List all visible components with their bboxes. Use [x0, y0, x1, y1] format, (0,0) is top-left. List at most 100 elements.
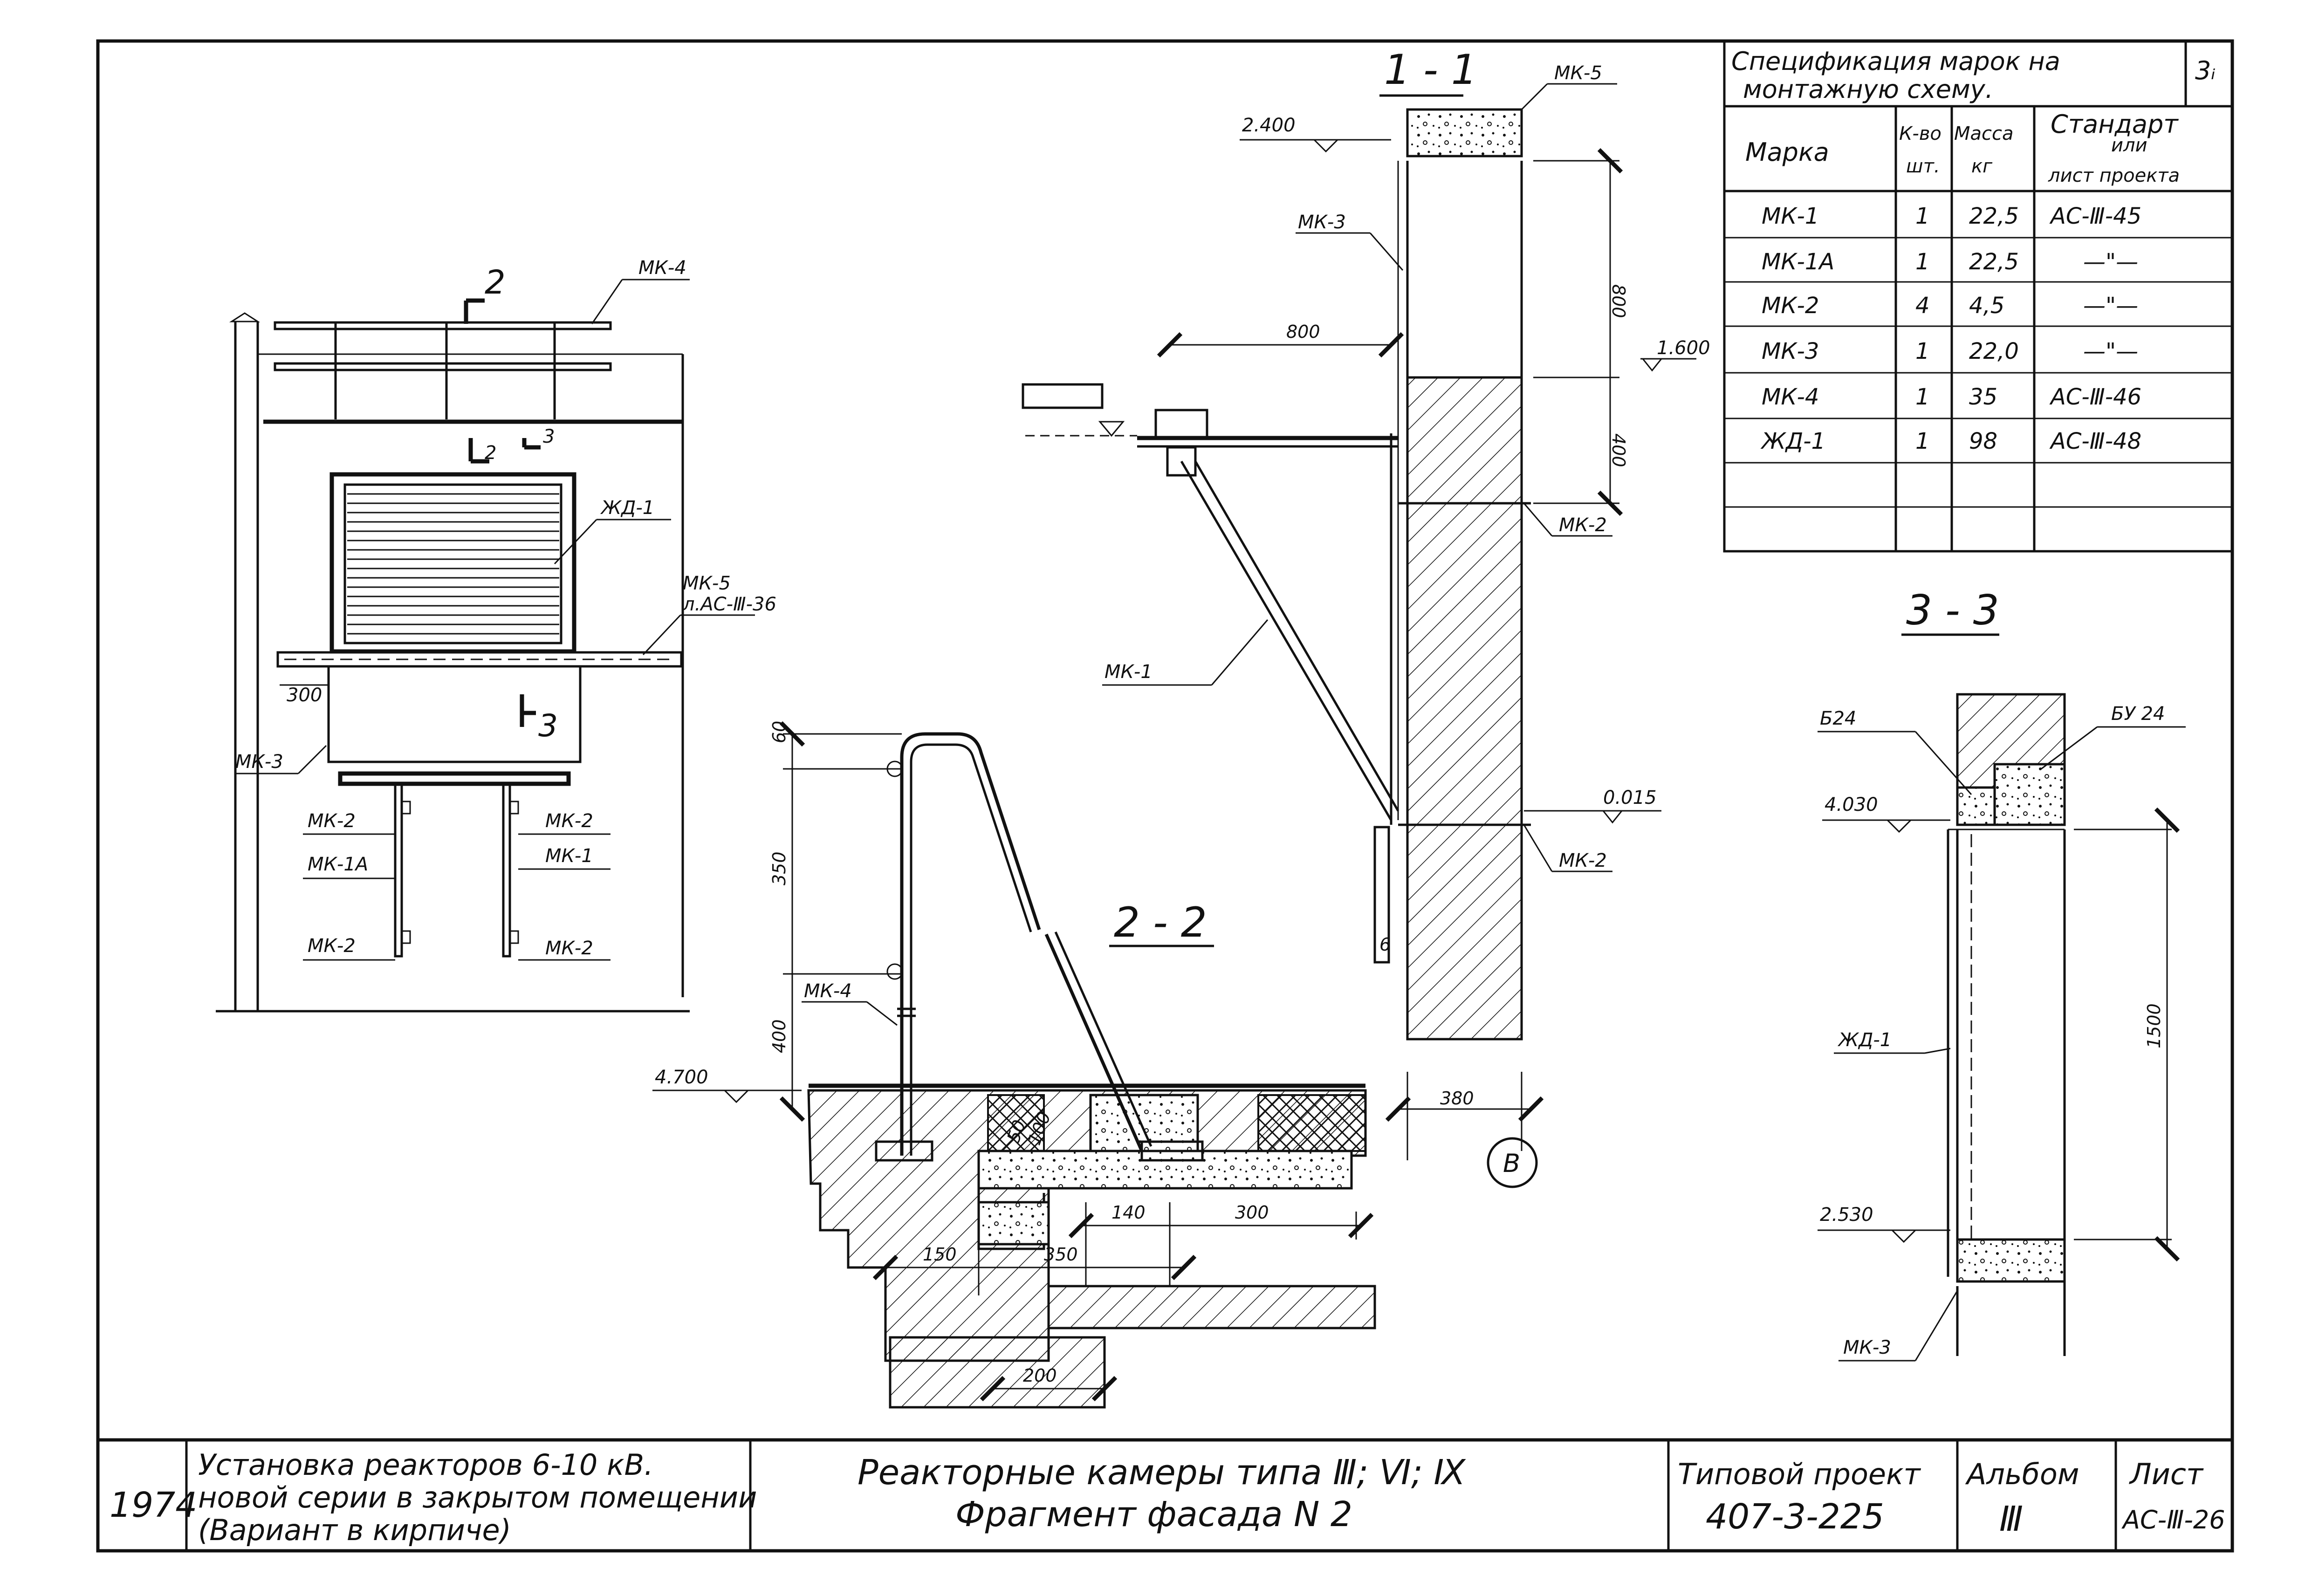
- row-2-mass: 22,5: [1969, 249, 2019, 275]
- spec-corner-mark: 3ᵢ: [2195, 56, 2216, 85]
- section-1-1: 1 - 1 800 800 400 2.400 1.600: [1022, 46, 1710, 1188]
- facade-label-mk4: МК-4: [638, 257, 686, 279]
- row-3-mass: 4,5: [1969, 293, 2004, 319]
- row-5-mass: 35: [1969, 384, 1997, 410]
- s11-level-0015: 0.015: [1603, 787, 1657, 808]
- description-line-3: (Вариант в кирпиче): [198, 1513, 511, 1547]
- s22-dim-60: 60: [769, 721, 789, 743]
- s22-dim-150: 150: [923, 1244, 957, 1265]
- section-3-3: 3 - 3 1500 4.030 2.530 Б24 БУ 24 ЖД-1: [1818, 586, 2186, 1362]
- album-label: Альбом: [1965, 1457, 2079, 1491]
- header-standard-3: лист проекта: [2048, 165, 2180, 186]
- description-line-1: Установка реакторов 6-10 кВ.: [198, 1448, 653, 1482]
- s33-level-4030: 4.030: [1825, 794, 1878, 815]
- section-2-2-title: 2 - 2: [1114, 898, 1207, 946]
- spec-title-line-1: Спецификация марок на: [1731, 47, 2060, 76]
- header-mass-1: Масса: [1954, 123, 2014, 144]
- facade-label-mk1: МК-1: [545, 845, 593, 867]
- row-4-mass: 22,0: [1969, 338, 2019, 364]
- cut-2-top-number: 2: [485, 263, 506, 301]
- section-2-2: 2 - 2 60 350 400 4.700 МК-4: [652, 721, 1376, 1409]
- s22-dim-200: 200: [1023, 1365, 1057, 1386]
- row-5-qty: 1: [1915, 384, 1930, 410]
- row-6-mass: 98: [1969, 428, 1997, 454]
- sheet-number: АС-Ⅲ-26: [2121, 1505, 2225, 1534]
- facade-label-mk5: МК-5: [683, 573, 731, 594]
- project-number: 407-3-225: [1706, 1497, 1884, 1537]
- s33-label-mk3: МК-3: [1843, 1337, 1891, 1358]
- drawing-title-line-2: Фрагмент фасада N 2: [955, 1494, 1352, 1534]
- s22-label-mk4: МК-4: [804, 980, 852, 1002]
- specification-table: Спецификация марок на монтажную схему. 3…: [1723, 40, 2234, 553]
- facade-label-mk5-ref: л.АС-Ⅲ-36: [682, 594, 776, 615]
- s11-dim-400: 400: [1608, 433, 1629, 467]
- s33-label-bu24: БУ 24: [2111, 703, 2165, 725]
- s22-dim-140: 140: [1111, 1202, 1146, 1223]
- table-row: МК-3 1 22,0 —"—: [1762, 338, 2138, 364]
- facade-dim-300: 300: [287, 685, 322, 706]
- s11-dim-380: 380: [1440, 1088, 1474, 1109]
- description-line-2: новой серии в закрытом помещении: [198, 1480, 757, 1514]
- table-row: МК-1 1 22,5 АС-Ⅲ-45: [1762, 203, 2141, 229]
- s33-dim-1500: 1500: [2144, 1003, 2164, 1048]
- facade-label-mk2-r1: МК-2: [545, 810, 593, 832]
- s11-level-2400: 2.400: [1242, 115, 1296, 136]
- s11-label-mk2-b: МК-2: [1559, 850, 1607, 871]
- table-row: МК-4 1 35 АС-Ⅲ-46: [1762, 384, 2141, 410]
- s22-dim-300: 300: [1235, 1202, 1269, 1223]
- row-1-qty: 1: [1915, 203, 1930, 229]
- table-row: ЖД-1 1 98 АС-Ⅲ-48: [1760, 428, 2141, 454]
- header-mark: Марка: [1745, 137, 1829, 167]
- row-3-mark: МК-2: [1762, 293, 1819, 319]
- s22-level-4700: 4.700: [655, 1067, 708, 1088]
- s11-label-mk3: МК-3: [1298, 212, 1346, 233]
- s11-label-mk5: МК-5: [1554, 62, 1602, 84]
- header-qty-1: К-во: [1899, 123, 1942, 144]
- row-2-mark: МК-1А: [1762, 249, 1834, 275]
- sheet-frame: [96, 39, 2234, 1553]
- album-number: Ⅲ: [1999, 1499, 2023, 1539]
- section-3-3-title: 3 - 3: [1906, 586, 1999, 634]
- s33-level-2530: 2.530: [1820, 1204, 1873, 1226]
- header-standard-2: или: [2111, 135, 2147, 156]
- facade-label-jd1: ЖД-1: [600, 497, 654, 519]
- header-standard-1: Стандарт: [2051, 110, 2179, 139]
- row-4-mark: МК-3: [1762, 338, 1819, 364]
- s11-level-1600: 1.600: [1657, 337, 1710, 359]
- s33-label-jd1: ЖД-1: [1837, 1029, 1892, 1051]
- row-3-qty: 4: [1915, 293, 1930, 319]
- s11-label-mk1: МК-1: [1105, 661, 1153, 683]
- facade-label-mk1a: МК-1А: [308, 854, 368, 875]
- row-6-standard: АС-Ⅲ-48: [2049, 428, 2141, 454]
- axis-marker-v: В: [1503, 1149, 1520, 1178]
- spec-title-line-2: монтажную схему.: [1743, 75, 1993, 104]
- s11-dim-6: 6: [1379, 934, 1391, 955]
- row-2-qty: 1: [1915, 249, 1930, 275]
- project-label: Типовой проект: [1678, 1457, 1921, 1491]
- row-3-standard: —"—: [2083, 293, 2138, 319]
- row-6-qty: 1: [1915, 428, 1930, 454]
- table-row: МК-1А 1 22,5 —"—: [1762, 249, 2138, 275]
- s22-dim-350h: 350: [1044, 1244, 1078, 1265]
- s22-dim-400: 400: [769, 1019, 789, 1053]
- facade-label-mk2-l1: МК-2: [308, 810, 356, 832]
- s11-dim-800-v: 800: [1608, 284, 1629, 318]
- drawing-title-line-1: Реакторные камеры типа Ⅲ; Ⅵ; Ⅸ: [858, 1452, 1466, 1493]
- row-6-mark: ЖД-1: [1760, 428, 1825, 454]
- facade-label-mk3: МК-3: [235, 751, 283, 773]
- header-qty-2: шт.: [1906, 156, 1940, 177]
- row-4-qty: 1: [1915, 338, 1930, 364]
- row-1-standard: АС-Ⅲ-45: [2049, 203, 2141, 229]
- facade-view: 2 2 3 3 МК-4 ЖД-1 МК-5 л.АС-Ⅲ-36 300 МК-…: [216, 257, 776, 1013]
- facade-label-mk2-l2: МК-2: [308, 935, 356, 957]
- s22-dim-350: 350: [769, 851, 789, 885]
- row-5-standard: АС-Ⅲ-46: [2049, 384, 2141, 410]
- s11-dim-800-h: 800: [1286, 322, 1320, 342]
- row-4-standard: —"—: [2083, 338, 2138, 364]
- section-1-1-title: 1 - 1: [1384, 46, 1477, 94]
- cut-3-mid-number: 3: [538, 708, 558, 744]
- title-block: 1974 Установка реакторов 6-10 кВ. новой …: [110, 1448, 2225, 1547]
- s11-label-mk2-a: МК-2: [1559, 514, 1607, 536]
